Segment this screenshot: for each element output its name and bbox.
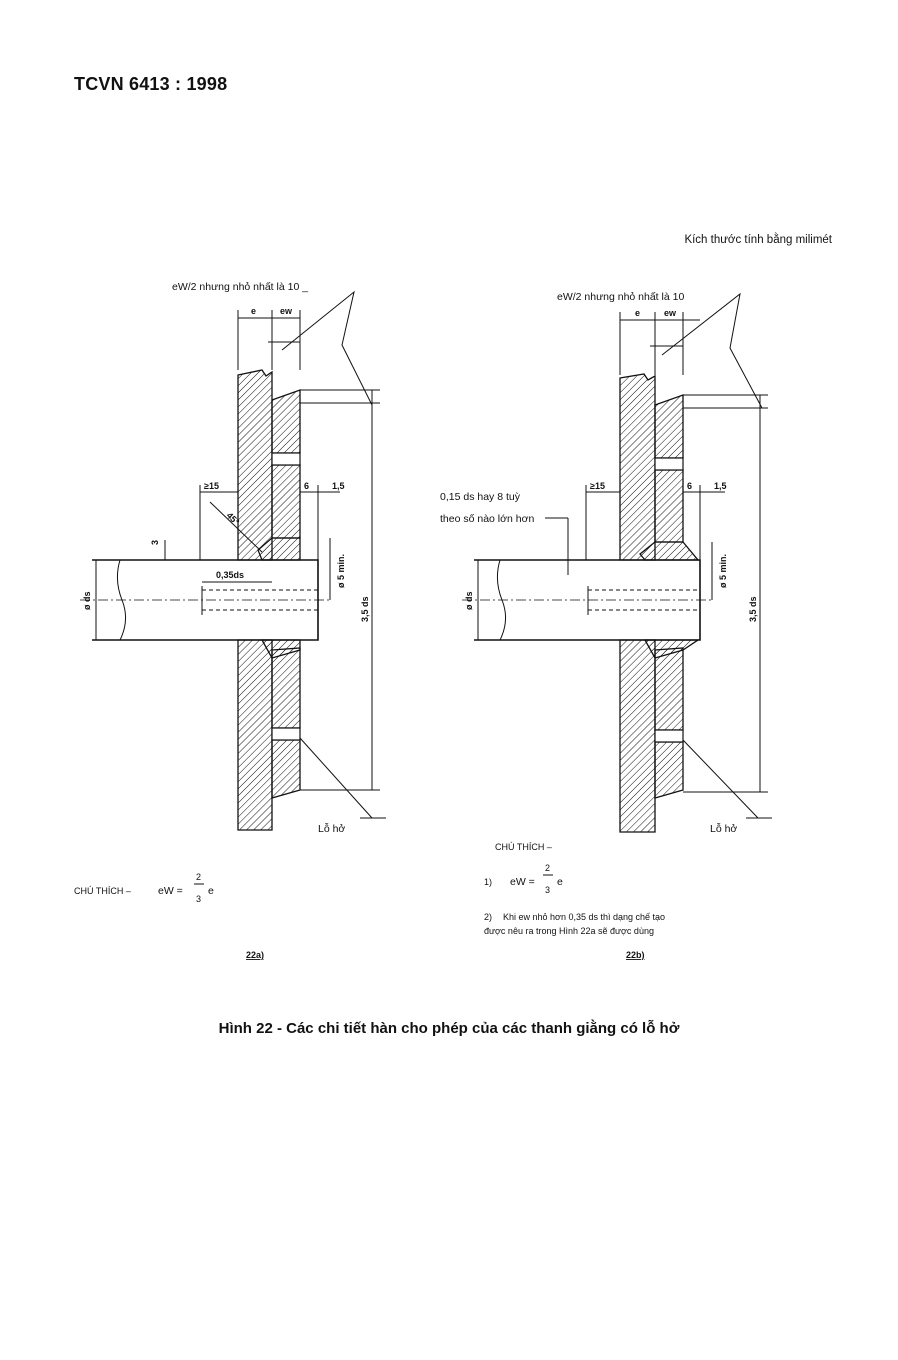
fig-a-gusset-upper xyxy=(237,369,273,561)
fig-a-angle-line xyxy=(209,501,263,553)
fig-b-leader-label: eW/2 nhưng nhỏ nhất là 10 xyxy=(557,291,684,303)
fig-b-dim-35ds: 3,5 ds xyxy=(748,596,758,622)
fig-a-pointer xyxy=(281,290,373,406)
fig-b-dim-ge15: ≥15 xyxy=(590,481,605,491)
fig-b-pointer xyxy=(661,292,763,409)
fig-b-strip-lower-1 xyxy=(654,647,684,731)
fig-a-dim-e: e xyxy=(251,306,256,316)
fig-a-hole-label: Lỗ hở xyxy=(318,822,345,835)
fig-b-weld-top xyxy=(639,541,700,561)
fig-a-gusset-lower xyxy=(237,639,273,831)
figure-22b: eW/2 nhưng nhỏ nhất là 10 e ew ø ds 0,15… xyxy=(440,291,772,960)
fig-b-strip-upper-2 xyxy=(654,469,684,543)
fig-a-dim-1-5: 1,5 xyxy=(332,481,345,491)
fig-b-dim-5min: ø 5 min. xyxy=(718,554,728,588)
fig-b-strip-upper-1 xyxy=(654,394,684,459)
fig-a-dim-ge15: ≥15 xyxy=(204,481,219,491)
fig-a-weld-top xyxy=(257,537,301,561)
fig-b-dim-ds: ø ds xyxy=(464,591,474,610)
fig-a-dim-35ds: 3,5 ds xyxy=(360,596,370,622)
fig-a-dim-035ds: 0,35ds xyxy=(216,570,244,580)
fig-a-hole-lower xyxy=(271,727,301,741)
fig-a-strip-upper-1 xyxy=(271,389,301,454)
fig-a-strip-lower-2 xyxy=(271,739,301,799)
fig-a-strip-upper-2 xyxy=(271,464,301,539)
fig-a-dim-ew: ew xyxy=(280,306,293,316)
fig-b-gusset-upper xyxy=(619,373,656,561)
fig-b-note1-frac-num: 2 xyxy=(545,863,550,873)
fig-b-gusset-lower xyxy=(619,639,656,833)
fig-b-note1-frac-den: 3 xyxy=(545,885,550,895)
fig-b-note-title: CHÚ THÍCH – xyxy=(495,842,552,852)
fig-b-note1-var: e xyxy=(557,876,563,888)
fig-a-dim-5min: ø 5 min. xyxy=(336,554,346,588)
figure-caption: Hình 22 - Các chi tiết hàn cho phép của … xyxy=(218,1020,680,1037)
fig-b-side-label-1: 0,15 ds hay 8 tuỳ xyxy=(440,491,521,503)
fig-b-dim-6: 6 xyxy=(687,481,692,491)
fig-a-note-num: 2 xyxy=(196,872,201,882)
fig-b-note1-num: 1) xyxy=(484,877,492,887)
figure-22-drawing: eW/2 nhưng nhỏ nhất là 10 _ e ew xyxy=(74,281,772,960)
fig-b-sublabel: 22b) xyxy=(626,950,645,960)
units-note: Kích thước tính bằng milimét xyxy=(684,234,832,246)
figure-22a: eW/2 nhưng nhỏ nhất là 10 _ e ew xyxy=(74,281,386,960)
fig-a-note-lhs: eW = xyxy=(158,885,183,897)
fig-a-note-prefix: CHÚ THÍCH – xyxy=(74,886,131,896)
fig-b-strip-lower-2 xyxy=(654,741,684,799)
fig-a-sublabel: 22a) xyxy=(246,950,264,960)
fig-a-note-var: e xyxy=(208,885,214,897)
document-header: TCVN 6413 : 1998 xyxy=(74,74,228,94)
fig-b-note2-line1: Khi ew nhỏ hơn 0,35 ds thì dạng chế tạo xyxy=(503,912,665,922)
fig-a-dim-6: 6 xyxy=(304,481,309,491)
fig-b-dim-1-5: 1,5 xyxy=(714,481,727,491)
fig-a-hole-upper xyxy=(271,452,301,466)
fig-b-note2-num: 2) xyxy=(484,912,492,922)
fig-a-note-den: 3 xyxy=(196,894,201,904)
figure-22: eW/2 nhưng nhỏ nhất là 10 _ e ew xyxy=(0,270,898,970)
fig-b-dim-ew: ew xyxy=(664,308,677,318)
fig-a-dim-3: 3 xyxy=(150,540,160,545)
fig-b-note1-lhs: eW = xyxy=(510,876,535,888)
fig-a-leader-label: eW/2 nhưng nhỏ nhất là 10 _ xyxy=(172,281,308,293)
fig-b-side-label-2: theo số nào lớn hơn xyxy=(440,513,534,525)
fig-b-hole-lower xyxy=(654,729,684,743)
fig-a-dim-ds: ø ds xyxy=(82,591,92,610)
fig-b-hole-leader xyxy=(682,739,759,819)
fig-a-hole-leader xyxy=(299,737,373,819)
fig-b-dim-e: e xyxy=(635,308,640,318)
fig-a-strip-lower-1 xyxy=(271,647,301,729)
fig-b-note2-line2: được nêu ra trong Hình 22a sẽ được dùng xyxy=(484,926,654,936)
fig-b-hole-label: Lỗ hở xyxy=(710,822,737,835)
fig-b-hole-upper xyxy=(654,457,684,471)
